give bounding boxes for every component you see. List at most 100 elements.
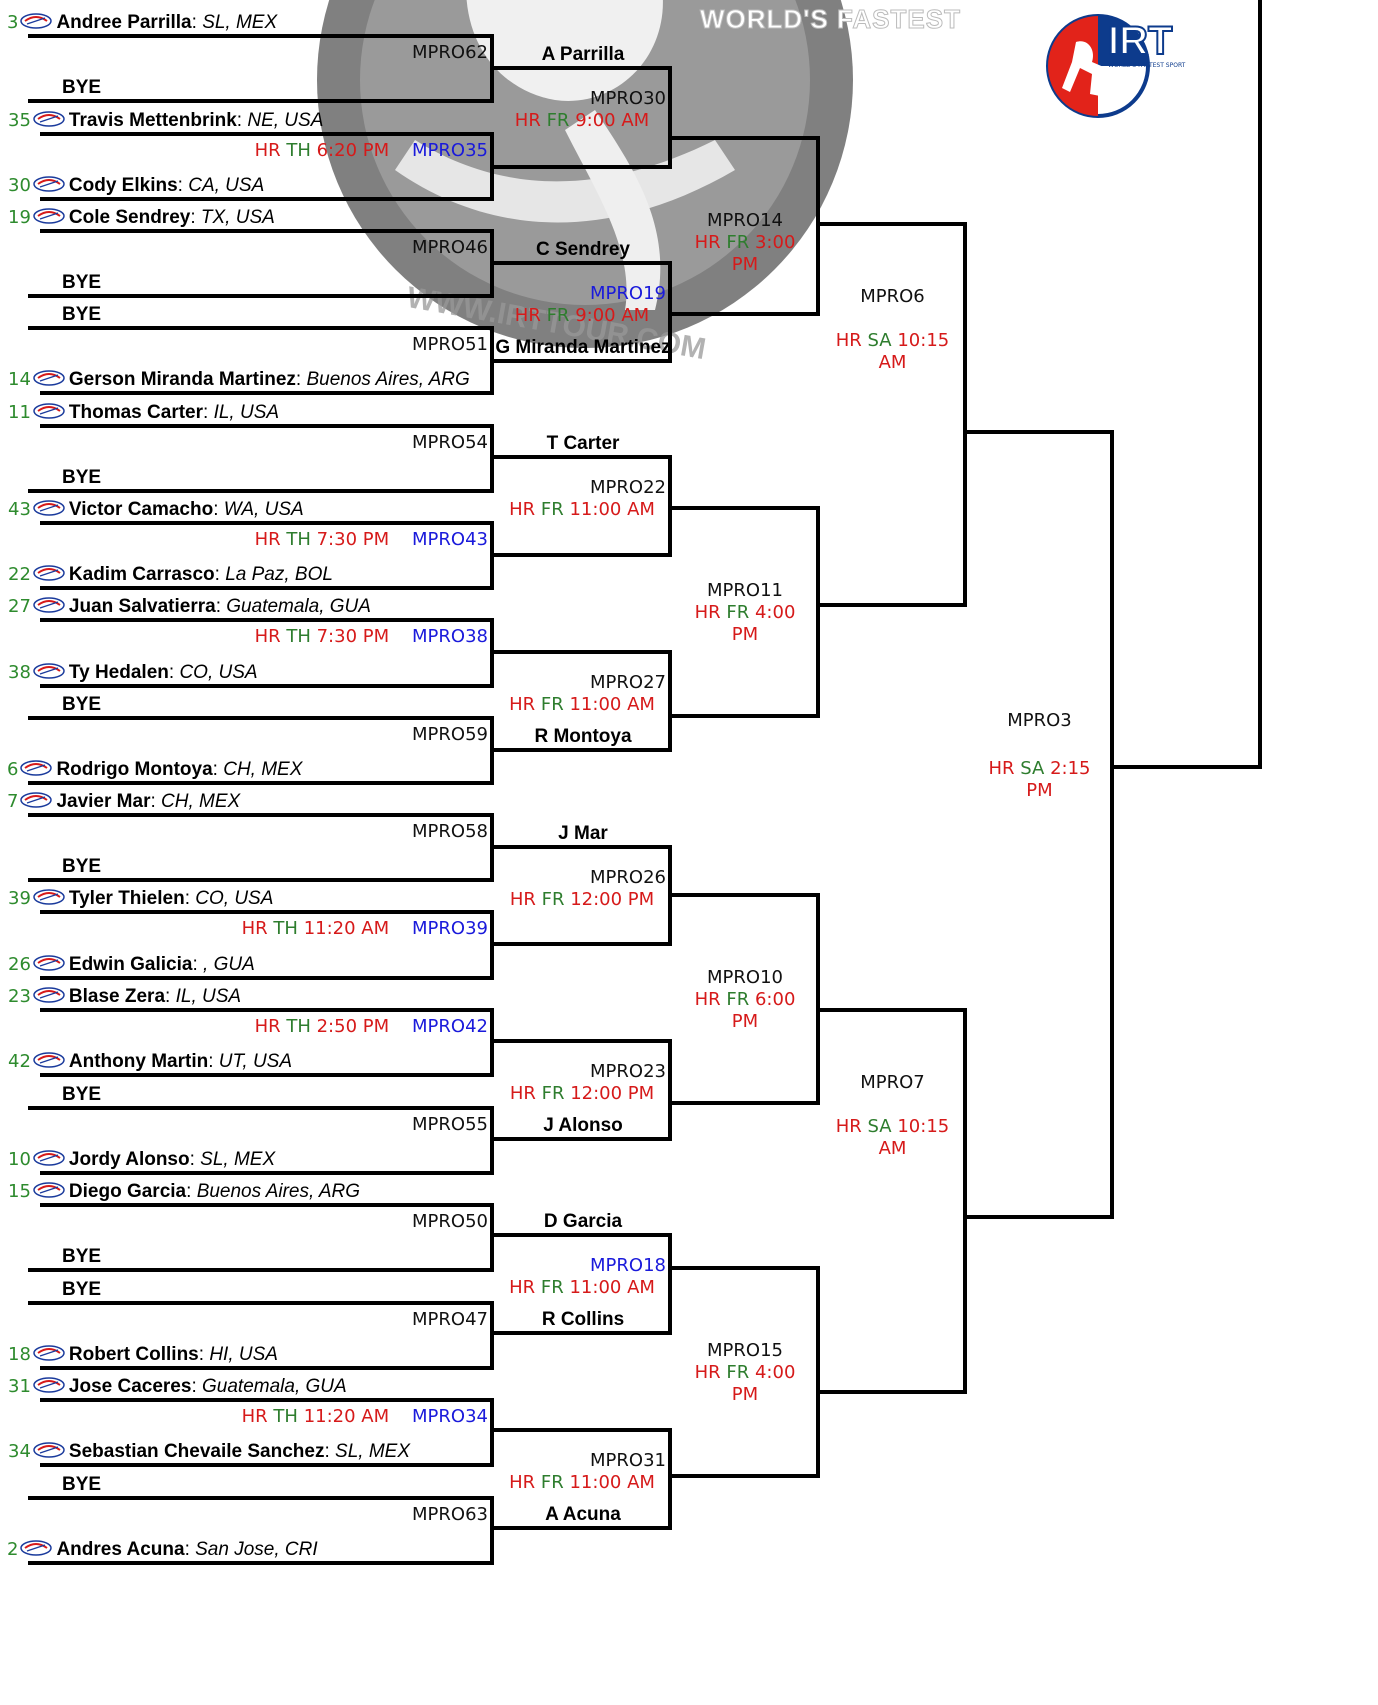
match-id[interactable]: MPRO34 [412,1406,488,1427]
match-info[interactable]: MPRO59 [180,724,488,746]
player-name[interactable]: Tyler Thielen [68,888,185,909]
player-name[interactable]: Rodrigo Montoya [56,759,213,780]
match-id[interactable]: MPRO54 [412,432,488,453]
player-name[interactable]: Robert Collins [68,1344,199,1365]
round2-winner[interactable]: G Miranda Martinez [495,337,671,358]
match-id[interactable]: MPRO10 [707,967,783,988]
match-id[interactable]: MPRO19 [590,283,666,304]
round2-winner[interactable]: A Acuna [545,1504,621,1525]
match-info[interactable]: MPRO50 [180,1211,488,1233]
match-id[interactable]: MPRO43 [412,529,488,550]
player-name[interactable]: Ty Hedalen [68,662,169,683]
round2-winner[interactable]: A Parrilla [541,44,625,65]
player-name[interactable]: Sebastian Chevaile Sanchez [68,1441,325,1462]
match-id[interactable]: MPRO6 [860,286,925,307]
match-info[interactable]: HR TH 2:50 PM MPRO42 [180,1016,488,1038]
match-id[interactable]: MPRO39 [412,918,488,939]
match-id[interactable]: MPRO42 [412,1016,488,1037]
player-name[interactable]: Andree Parrilla [56,12,192,33]
match-id[interactable]: MPRO27 [590,672,666,693]
player-name[interactable]: Travis Mettenbrink [68,110,237,131]
player-name[interactable]: Jordy Alonso [68,1149,190,1170]
match-id[interactable]: MPRO63 [412,1504,488,1525]
match-id[interactable]: MPRO23 [590,1061,666,1082]
player-name[interactable]: Jose Caceres [68,1376,192,1397]
match-id[interactable]: MPRO58 [412,821,488,842]
match-id[interactable]: MPRO46 [412,237,488,258]
match-id[interactable]: MPRO3 [1007,710,1072,731]
match-id[interactable]: MPRO62 [412,42,488,63]
player-name[interactable]: Blase Zera [68,986,166,1007]
match-info[interactable]: HR TH 7:30 PM MPRO43 [180,529,488,551]
match-id[interactable]: MPRO11 [707,580,783,601]
player-name[interactable]: Diego Garcia [68,1181,187,1202]
round2-winner[interactable]: J Alonso [543,1115,623,1136]
match-info[interactable]: MPRO55 [180,1114,488,1136]
match-info[interactable]: MPRO47 [180,1309,488,1331]
match-info[interactable]: HR TH 6:20 PM MPRO35 [180,140,488,162]
match-id[interactable]: MPRO55 [412,1114,488,1135]
match-id[interactable]: MPRO51 [412,334,488,355]
match-info[interactable]: MPRO58 [180,821,488,843]
match-info[interactable]: MPRO54 [180,432,488,454]
round2-winner[interactable]: R Montoya [534,726,632,747]
match-id[interactable]: MPRO47 [412,1309,488,1330]
match-info[interactable]: HR TH 11:20 AM MPRO39 [180,918,488,940]
match-id[interactable]: MPRO38 [412,626,488,647]
player-name[interactable]: Victor Camacho [68,499,214,520]
player-name[interactable]: Cody Elkins [68,175,178,196]
match-id[interactable]: MPRO15 [707,1340,783,1361]
match-info[interactable]: HR TH 7:30 PM MPRO38 [180,626,488,648]
match-id[interactable]: MPRO18 [590,1255,666,1276]
player-name[interactable]: Anthony Martin [68,1051,209,1072]
player-name[interactable]: Kadim Carrasco [68,564,215,585]
player-name[interactable]: Andres Acuna [56,1539,185,1560]
match-info[interactable]: MPRO63 [180,1504,488,1526]
match-info[interactable]: MPRO51 [180,334,488,356]
round2-winner[interactable]: R Collins [541,1309,625,1330]
match-id[interactable]: MPRO31 [590,1450,666,1471]
round2-winner[interactable]: J Mar [558,823,608,844]
round2-winner[interactable]: C Sendrey [536,239,630,260]
player-name[interactable]: Gerson Miranda Martinez [68,369,296,390]
match-id[interactable]: MPRO50 [412,1211,488,1232]
round2-winner[interactable]: T Carter [546,433,620,454]
match-id[interactable]: MPRO30 [590,88,666,109]
match-id[interactable]: MPRO35 [412,140,488,161]
match-info[interactable]: MPRO46 [180,237,488,259]
match-info[interactable]: MPRO62 [180,42,488,64]
player-name[interactable]: Javier Mar [56,791,151,812]
match-id[interactable]: MPRO7 [860,1072,925,1093]
round2-winner[interactable]: D Garcia [543,1211,623,1232]
